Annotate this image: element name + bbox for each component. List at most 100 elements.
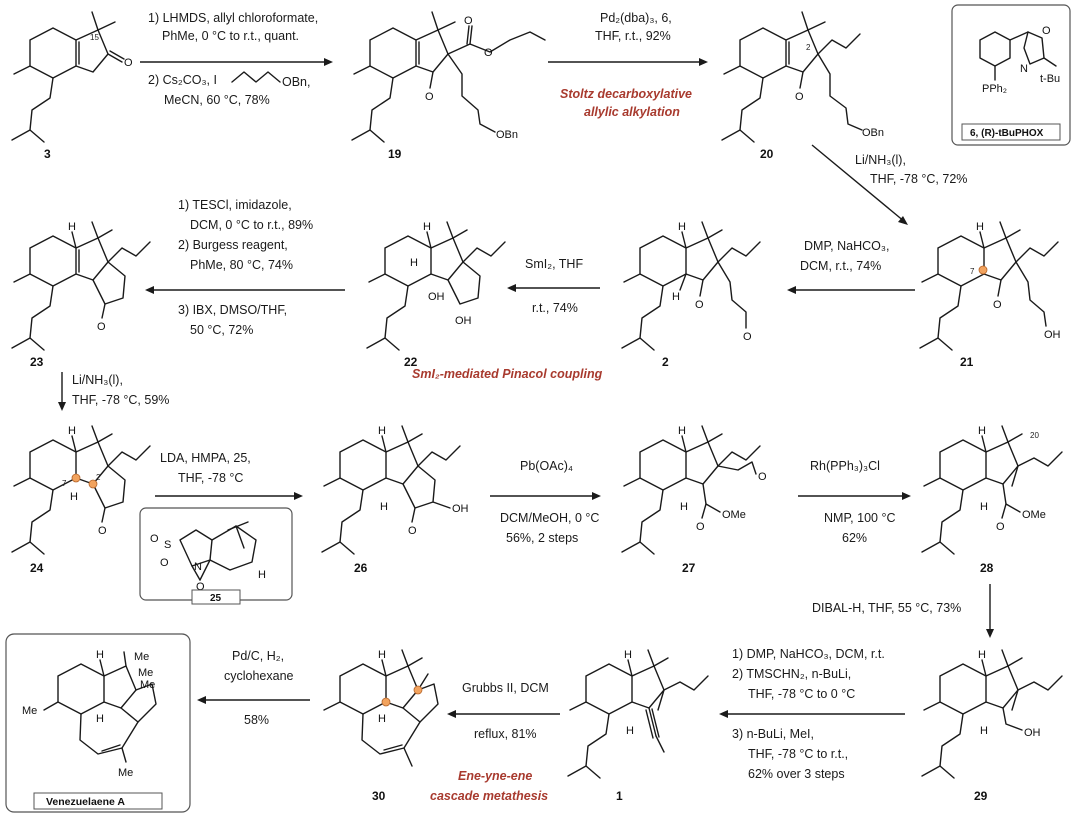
atom-o: O — [464, 15, 473, 27]
compound-label-24: 24 — [30, 561, 44, 575]
atom-o: O — [696, 521, 705, 533]
step3-line1: Li/NH₃(l), — [855, 153, 906, 167]
compound-label-30: 30 — [372, 789, 386, 803]
locant-2: 2 — [806, 43, 811, 52]
step3-line2: THF, -78 °C, 72% — [870, 172, 967, 186]
step7-line1: Li/NH₃(l), — [72, 373, 123, 387]
atom-h: H — [258, 569, 266, 581]
step12-line5: THF, -78 °C to r.t., — [748, 747, 848, 761]
compound-30-structure — [323, 649, 439, 767]
atom-h: H — [624, 649, 632, 661]
atom-h: H — [378, 713, 386, 725]
step1-line3: 2) Cs₂CO₃, I — [148, 73, 217, 87]
atom-h: H — [680, 501, 688, 513]
compound-22-structure — [366, 221, 506, 351]
atom-me: Me — [118, 767, 133, 779]
atom-h: H — [96, 649, 104, 661]
compound-label-26: 26 — [354, 561, 368, 575]
product-box — [5, 633, 191, 813]
atom-o: O — [795, 91, 804, 103]
atom-o: O — [97, 321, 106, 333]
step4-line2: DCM, r.t., 74% — [800, 259, 881, 273]
atom-h: H — [678, 221, 686, 233]
atom-obn: OBn — [496, 129, 518, 141]
compound-label-23: 23 — [30, 355, 44, 369]
step6-line2: DCM, 0 °C to r.t., 89% — [190, 218, 313, 232]
ligand-6-structure — [979, 31, 1057, 81]
oxaziridine-label: 25 — [210, 593, 222, 604]
step1-line1: 1) LHMDS, allyl chloroformate, — [148, 11, 318, 25]
atom-o: O — [408, 525, 417, 537]
step12-line4: 3) n-BuLi, MeI, — [732, 727, 814, 741]
locant-15: 15 — [90, 33, 99, 42]
ligand-tag — [961, 123, 1061, 141]
atom-oh: OH — [428, 291, 445, 303]
atom-h: H — [410, 257, 418, 269]
atom-h: H — [378, 425, 386, 437]
atom-s: S — [164, 539, 171, 551]
product-label: Venezuelaene A — [46, 796, 125, 808]
step12-line1: 1) DMP, NaHCO₃, DCM, r.t. — [732, 647, 885, 661]
note-stoltz-line1: Stoltz decarboxylative — [560, 87, 692, 101]
compound-label-28: 28 — [980, 561, 994, 575]
atom-o: O — [196, 581, 205, 593]
atom-o: O — [484, 47, 493, 59]
compound-label-20: 20 — [760, 147, 774, 161]
step8-line2: THF, -78 °C — [178, 471, 243, 485]
step11-line1: DIBAL-H, THF, 55 °C, 73% — [812, 601, 961, 615]
compound-label-2: 2 — [662, 355, 669, 369]
step14-line2: cyclohexane — [224, 669, 294, 683]
stereocenter-marker — [413, 685, 423, 695]
step6-line6: 50 °C, 72% — [190, 323, 253, 337]
locant-7: 7 — [62, 479, 67, 488]
step1-line2: PhMe, 0 °C to r.t., quant. — [162, 29, 299, 43]
compound-23-structure — [11, 221, 151, 351]
locant-2: 2 — [96, 473, 101, 482]
atom-oh: OH — [1044, 329, 1061, 341]
compound-label-29: 29 — [974, 789, 988, 803]
stereocenter-marker — [381, 697, 391, 707]
atom-h: H — [678, 425, 686, 437]
atom-me: Me — [134, 651, 149, 663]
atom-me: Me — [140, 679, 155, 691]
step8-line1: LDA, HMPA, 25, — [160, 451, 251, 465]
step10-line3: 62% — [842, 531, 867, 545]
step13-line2: reflux, 81% — [474, 727, 537, 741]
atom-o: O — [695, 299, 704, 311]
step6-line1: 1) TESCl, imidazole, — [178, 198, 292, 212]
ligand-label: 6, (R)-tBuPHOX — [970, 128, 1044, 139]
atom-o: O — [150, 533, 159, 545]
atom-o: O — [98, 525, 107, 537]
step9-line3: 56%, 2 steps — [506, 531, 578, 545]
step5-line1: SmI₂, THF — [525, 257, 583, 271]
locant-20: 20 — [1030, 431, 1039, 440]
atom-n: N — [1020, 63, 1028, 75]
step2-line2: THF, r.t., 92% — [595, 29, 671, 43]
step12-line3: THF, -78 °C to 0 °C — [748, 687, 855, 701]
step3-arrow — [811, 144, 906, 223]
ligand-box — [951, 4, 1071, 146]
compound-19-structure — [351, 11, 546, 143]
atom-n: N — [194, 561, 202, 573]
step14-line3: 58% — [244, 713, 269, 727]
atom-h: H — [980, 725, 988, 737]
atom-tbu: t-Bu — [1040, 73, 1060, 85]
note-stoltz-line2: allylic alkylation — [584, 105, 680, 119]
step10-line2: NMP, 100 °C — [824, 511, 895, 525]
step12-line6: 62% over 3 steps — [748, 767, 845, 781]
step4-line1: DMP, NaHCO₃, — [804, 239, 889, 253]
atom-h: H — [96, 713, 104, 725]
step2-line1: Pd₂(dba)₃, 6, — [600, 11, 672, 25]
atom-oh: OH — [452, 503, 469, 515]
step1-line4: MeCN, 60 °C, 78% — [164, 93, 270, 107]
step14-line1: Pd/C, H₂, — [232, 649, 284, 663]
atom-ome: OMe — [1022, 509, 1046, 521]
step13-line1: Grubbs II, DCM — [462, 681, 549, 695]
compound-label-22: 22 — [404, 355, 418, 369]
compound-label-21: 21 — [960, 355, 974, 369]
step1-reagent-obn: OBn, — [282, 75, 311, 89]
compound-20-structure — [721, 11, 863, 143]
atom-o: O — [743, 331, 752, 343]
atom-h: H — [378, 649, 386, 661]
